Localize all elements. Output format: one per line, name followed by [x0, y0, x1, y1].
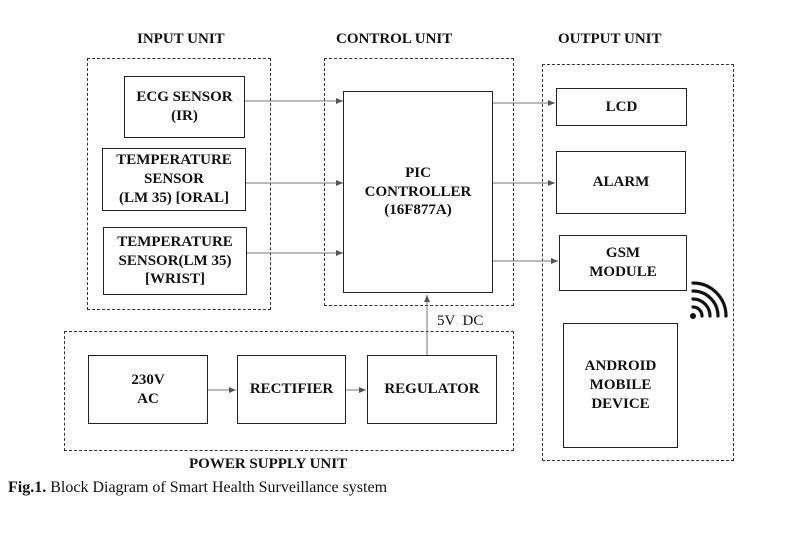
temp-wrist-line-1: TEMPERATURE [117, 233, 233, 250]
gsm-line-2: MODULE [589, 264, 657, 280]
regulator-block: REGULATOR [367, 355, 497, 424]
rectifier-block: RECTIFIER [237, 355, 346, 424]
temp-wrist-line-3: [WRIST] [144, 271, 205, 288]
ac-line-1: 230V [131, 371, 165, 388]
ecg-sensor-line-2: (IR) [171, 108, 198, 124]
temperature-sensor-oral-block: TEMPERATURE SENSOR (LM 35) [ORAL] [102, 148, 246, 211]
alarm-block: ALARM [556, 151, 686, 214]
android-mobile-device-block: ANDROID MOBILE DEVICE [563, 323, 678, 448]
controller-line-2: CONTROLLER [364, 183, 472, 200]
android-line-1: ANDROID [584, 358, 657, 375]
temp-oral-line-2: SENSOR [143, 171, 205, 188]
regulator-label: REGULATOR [384, 381, 480, 398]
gsm-line-1: GSM [605, 245, 641, 262]
alarm-label: ALARM [592, 174, 650, 191]
output-unit-region [542, 64, 734, 461]
lcd-block: LCD [556, 88, 687, 126]
figure-label: Fig.1. [8, 479, 47, 496]
control-unit-title: CONTROL UNIT [336, 31, 453, 47]
lcd-label: LCD [605, 98, 638, 115]
input-unit-region [87, 58, 271, 310]
ecg-sensor-line-1: ECG SENSOR [136, 89, 233, 106]
input-unit-title: INPUT UNIT [137, 31, 225, 47]
figure-caption: Fig.1. Block Diagram of Smart Health Sur… [8, 479, 387, 497]
ecg-sensor-block: ECG SENSOR (IR) [124, 76, 245, 138]
android-line-3: DEVICE [591, 395, 650, 412]
control-unit-region [324, 58, 514, 306]
ac-line-2: AC [137, 390, 159, 407]
temperature-sensor-wrist-block: TEMPERATURE SENSOR(LM 35) [WRIST] [103, 227, 247, 295]
temp-oral-line-1: TEMPERATURE [116, 152, 232, 169]
figure-caption-text: Block Diagram of Smart Health Surveillan… [46, 479, 388, 496]
power-supply-unit-region [64, 331, 514, 451]
ac-230v-block: 230V AC [88, 355, 208, 424]
power-supply-unit-title: POWER SUPPLY UNIT [189, 456, 348, 472]
rectifier-label: RECTIFIER [249, 381, 334, 398]
wifi-signal-icon [690, 281, 728, 319]
supply-voltage-label: 5V DC [437, 313, 484, 329]
android-line-2: MOBILE [589, 377, 652, 394]
controller-line-1: PIC [405, 164, 431, 181]
pic-controller-block: PIC CONTROLLER (16F877A) [343, 91, 493, 293]
gsm-module-block: GSM MODULE [559, 235, 687, 291]
output-unit-title: OUTPUT UNIT [558, 31, 662, 47]
controller-line-3: (16F877A) [384, 202, 452, 219]
temp-oral-line-3: (LM 35) [ORAL] [119, 189, 229, 206]
temp-wrist-line-2: SENSOR(LM 35) [118, 252, 232, 269]
